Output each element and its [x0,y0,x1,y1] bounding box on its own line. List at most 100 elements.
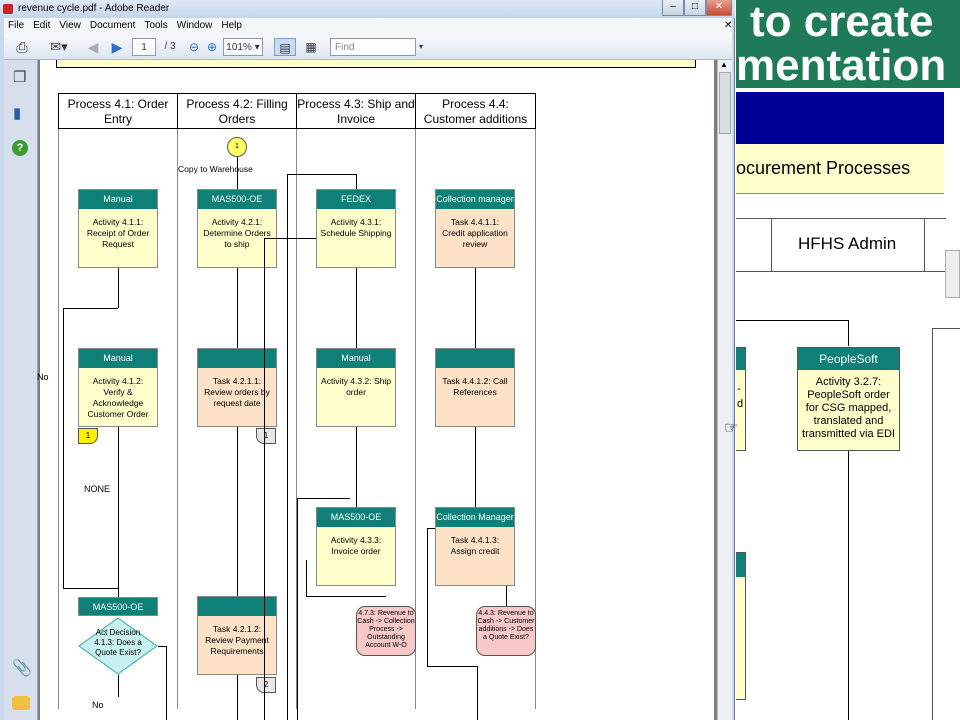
slide-subtitle: ocurement Processes [736,158,911,178]
terminator-box: 4.4.3: Revenue to Cash -> Customer addit… [476,606,536,656]
attachments-icon[interactable]: 📎 [12,660,32,677]
slide-lane-divider [771,218,772,272]
activity-header [436,349,514,368]
connector-line [297,498,350,499]
print-icon[interactable]: ⎙ [16,39,28,55]
menu-document[interactable]: Document [89,20,136,31]
comments-icon[interactable] [12,696,30,710]
connector-line [118,675,119,697]
slide-partial-text: d [737,398,744,410]
connector-line [63,308,118,309]
connector-line [166,646,167,720]
scroll-up-icon[interactable]: ▲ [720,60,728,69]
fit-width-icon[interactable]: ▦ [305,40,317,54]
slide-lane-line [932,328,960,329]
slide-title-line-2: mentation [736,41,947,88]
zoom-out-icon[interactable]: ⊖ [188,40,200,54]
activity-header: Manual [317,349,395,368]
activity-text: Activity 4.1.1: Receipt of Order Request [86,217,150,249]
activity-header: MAS500-OE [198,190,276,209]
slide-banner [736,92,944,144]
connector-line [287,174,356,175]
slide-subtitle-bar: ocurement Processes [736,144,944,194]
activity-text: Task 4.2.1.1: Review orders by request d… [204,376,270,408]
connector-line [427,666,477,667]
page-total: / 3 [164,41,176,52]
slide-connector [736,320,848,321]
slide-lane-row [736,218,946,272]
menu-view[interactable]: View [59,20,81,31]
connector-line [264,238,265,720]
navigation-panel: ❐ ▮ ? 📎 [4,60,38,720]
slide-lane-divider [924,218,925,272]
activity-text: Task 4.4.1.1: Credit application review [442,217,508,249]
close-button[interactable]: ✕ [706,0,732,16]
activity-box: MAS500-OE Activity 4.3.3: Invoice order [316,507,396,586]
slide-title: to create mentation [736,0,960,88]
vertical-scrollbar[interactable]: ▲ [717,60,732,720]
activity-text: Activity 4.1.2: Verify & Acknowledge Cus… [87,376,149,419]
activity-box: Task 4.2.1.1: Review orders by request d… [197,348,277,427]
lane-divider [177,129,178,709]
menu-edit[interactable]: Edit [33,20,51,31]
activity-text: Task 4.4.1.2: Call References [442,376,508,397]
connector-line [306,596,386,597]
slide-activity-box: PeopleSoft Activity 3.2.7: PeopleSoft or… [797,347,900,451]
previous-page-icon[interactable]: ◀ [87,39,99,55]
pages-icon[interactable]: ❐ [13,69,27,86]
minimize-button[interactable]: – [662,0,684,16]
activity-header: MAS500-OE [317,508,395,527]
connector-line [118,427,119,597]
no-label: No [37,372,49,382]
help-icon[interactable]: ? [12,140,28,156]
menu-tools[interactable]: Tools [144,20,168,31]
slide-activity-text: Activity 3.2.7: PeopleSoft order for CSG… [802,376,895,440]
connector-line [63,588,118,589]
connector-line [264,238,316,239]
find-dropdown-icon[interactable]: ▾ [418,42,423,51]
bookmarks-icon[interactable]: ▮ [13,105,22,122]
decision-header: MAS500-OE [78,597,158,616]
zoom-value: 101% [226,42,252,53]
menu-file[interactable]: File [8,20,25,31]
next-page-icon[interactable]: ▶ [111,39,123,55]
fit-page-icon[interactable]: ▤ [274,38,296,56]
menu-help[interactable]: Help [221,20,242,31]
connector-line [237,268,238,348]
activity-text: Activity 4.3.3: Invoice order [330,535,382,556]
slide-connector [848,320,849,346]
find-input[interactable]: Find [330,38,416,56]
document-mark: 1 [256,428,276,444]
window-title: revenue cycle.pdf - Adobe Reader [18,3,170,14]
document-mark: 2 [256,677,276,693]
connector-line [356,174,357,189]
activity-header: Manual [79,190,157,209]
page-number-input[interactable]: 1 [132,38,156,56]
connector-line [506,586,507,606]
connector-line [477,666,478,720]
terminator-box: 4.7.3: Revenue to Cash -> Collection Pro… [356,606,416,656]
slide-lane-line [932,328,933,720]
email-icon[interactable]: ✉▾ [50,39,68,54]
activity-text: Activity 4.3.1: Schedule Shipping [320,217,392,238]
menu-window[interactable]: Window [176,20,213,31]
copy-to-warehouse-label: Copy to Warehouse [178,164,253,174]
close-document-icon[interactable]: ✕ [724,20,733,31]
lane-header-filling-orders: Process 4.2: Filling Orders [177,93,297,129]
activity-header: Collection manager [436,190,514,209]
off-page-connector: 1 [227,137,247,157]
slide-scrollbar[interactable] [945,250,960,298]
scrollbar-thumb[interactable] [719,72,731,134]
zoom-in-icon[interactable]: ⊕ [206,40,218,54]
lane-divider [296,129,297,709]
connector-line [237,157,238,189]
slide-partial-box [736,552,746,700]
title-bar[interactable]: revenue cycle.pdf - Adobe Reader – □ ✕ [0,0,735,18]
maximize-button[interactable]: □ [684,0,706,16]
zoom-select[interactable]: 101% ▾ [223,38,263,56]
